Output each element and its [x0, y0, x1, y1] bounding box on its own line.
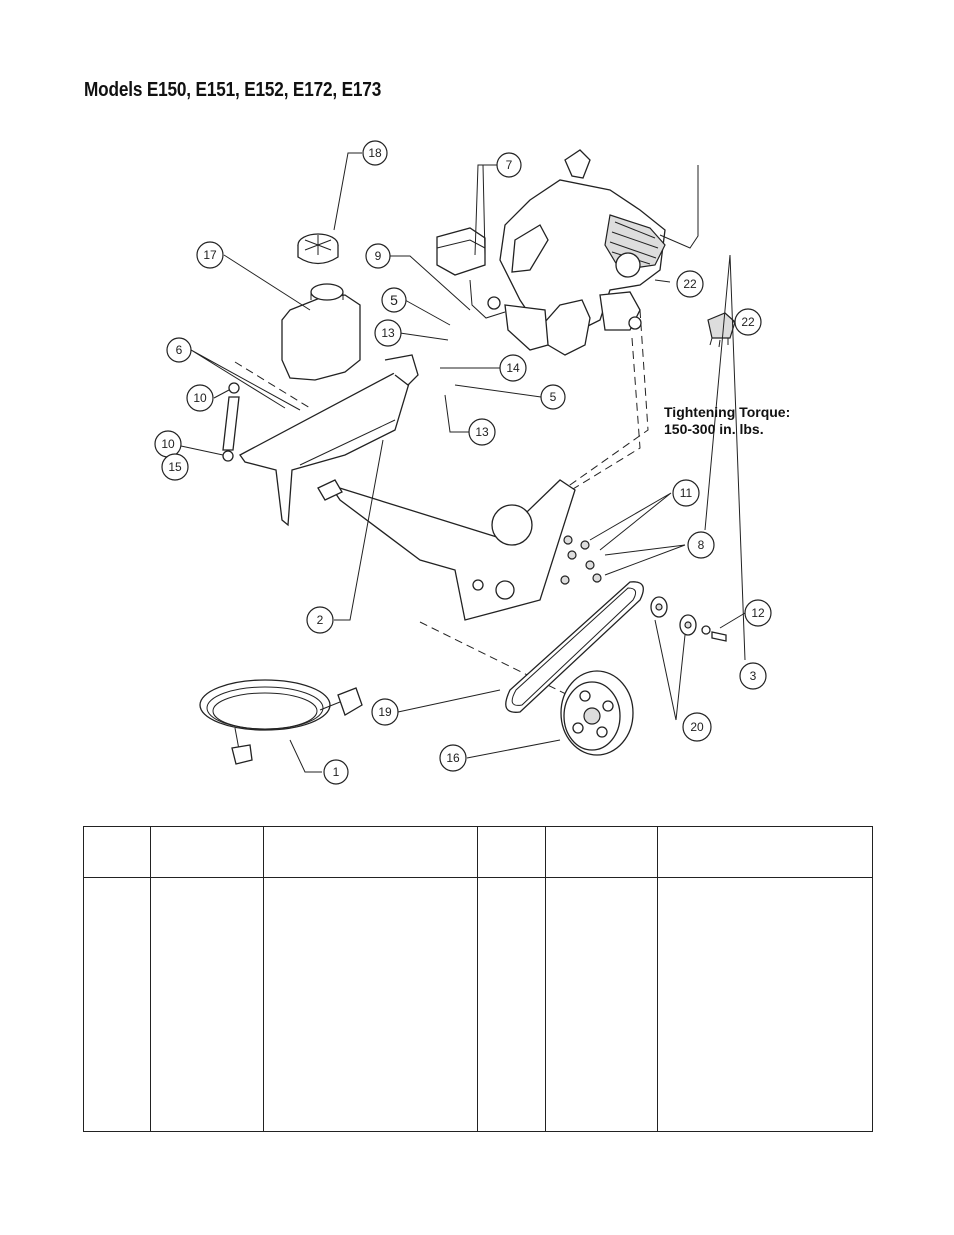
table-header-cell	[477, 826, 546, 878]
wiring	[469, 279, 506, 319]
callout-5-right: 5	[540, 384, 566, 410]
table-header-cell	[150, 826, 264, 878]
table-cell	[477, 877, 546, 1132]
svg-text:5: 5	[550, 390, 557, 404]
engine	[499, 149, 699, 356]
fuel-tank	[281, 283, 361, 381]
callout-3: 3	[739, 662, 767, 690]
svg-text:9: 9	[375, 249, 382, 263]
svg-text:17: 17	[203, 248, 217, 262]
parts-list-table	[83, 826, 873, 1132]
callout-22-plug: 22	[734, 308, 762, 336]
fasteners	[560, 535, 602, 585]
callout-2: 2	[306, 606, 334, 634]
callout-12: 12	[744, 599, 772, 627]
table-header-cell	[545, 826, 658, 878]
washers	[650, 596, 727, 642]
svg-text:1: 1	[333, 765, 340, 779]
svg-text:8: 8	[698, 538, 705, 552]
svg-text:10: 10	[161, 437, 175, 451]
callout-5-top: 5	[381, 287, 407, 313]
plug-part	[707, 312, 736, 348]
svg-text:15: 15	[168, 460, 182, 474]
callout-1: 1	[323, 759, 349, 785]
callout-6: 6	[166, 337, 192, 363]
callout-11: 11	[672, 479, 700, 507]
callout-16: 17	[196, 241, 224, 269]
table-header-cell	[263, 826, 478, 878]
svg-text:10: 10	[193, 391, 207, 405]
callout-7: 7	[496, 152, 522, 178]
torque-note-line1: Tightening Torque:	[664, 404, 791, 420]
assembly-line	[234, 361, 311, 409]
assembly-line	[559, 309, 649, 493]
svg-text:16: 16	[446, 751, 460, 765]
frame-right	[317, 479, 576, 621]
table-cell	[263, 877, 478, 1132]
table-cell	[150, 877, 264, 1132]
svg-text:13: 13	[381, 326, 395, 340]
svg-text:20: 20	[690, 720, 704, 734]
svg-text:7: 7	[506, 158, 513, 172]
table-cell	[545, 877, 658, 1132]
table-header-cell	[83, 826, 151, 878]
power-cord	[199, 679, 363, 765]
callout-15: 15	[161, 453, 189, 481]
svg-text:11: 11	[680, 486, 693, 500]
callout-14: 14	[499, 354, 527, 382]
callout-22-engine: 22	[676, 270, 704, 298]
callout-8: 8	[687, 531, 715, 559]
assembly-line	[554, 337, 641, 501]
table-cell	[657, 877, 873, 1132]
exploded-parts-diagram: 18 17 7 9 5 13 14 5 13 6 10 10 15 22 22 …	[154, 140, 772, 785]
svg-text:2: 2	[317, 613, 324, 627]
torque-note: Tightening Torque: 150-300 in. lbs.	[664, 404, 790, 438]
svg-text:22: 22	[683, 277, 697, 291]
callout-19: 20	[682, 712, 712, 742]
callout-10-top: 10	[186, 384, 214, 412]
assembly-line	[419, 621, 579, 701]
mounting-bracket	[436, 227, 486, 276]
svg-text:12: 12	[751, 606, 765, 620]
callout-13-top: 13	[374, 319, 402, 347]
callout-9: 9	[365, 243, 391, 269]
belt	[505, 581, 644, 713]
svg-text:6: 6	[176, 343, 183, 357]
svg-text:14: 14	[506, 361, 520, 375]
page-title: Models E150, E151, E152, E172, E173	[84, 79, 382, 101]
pulley	[560, 670, 634, 756]
callout-18: 19	[371, 698, 399, 726]
callout-20: 16	[439, 744, 467, 772]
fuel-cap	[297, 233, 339, 265]
switch	[487, 296, 501, 310]
svg-text:22: 22	[741, 315, 755, 329]
callout-13-bottom: 13	[468, 418, 496, 446]
svg-text:19: 19	[378, 705, 392, 719]
tube-part	[222, 382, 240, 462]
table-header-cell	[657, 826, 873, 878]
table-row	[83, 877, 873, 1132]
table-cell	[83, 877, 151, 1132]
svg-text:3: 3	[750, 669, 757, 683]
table-header-row	[83, 826, 873, 878]
svg-text:18: 18	[368, 146, 382, 160]
callout-17: 18	[362, 140, 388, 166]
torque-note-line2: 150-300 in. lbs.	[664, 421, 764, 437]
belt-inner	[511, 587, 637, 706]
leader-lines	[180, 152, 746, 773]
callout-10-bottom: 10	[154, 430, 182, 458]
frame-left	[239, 354, 419, 527]
svg-text:5: 5	[390, 292, 398, 308]
svg-text:13: 13	[475, 425, 489, 439]
